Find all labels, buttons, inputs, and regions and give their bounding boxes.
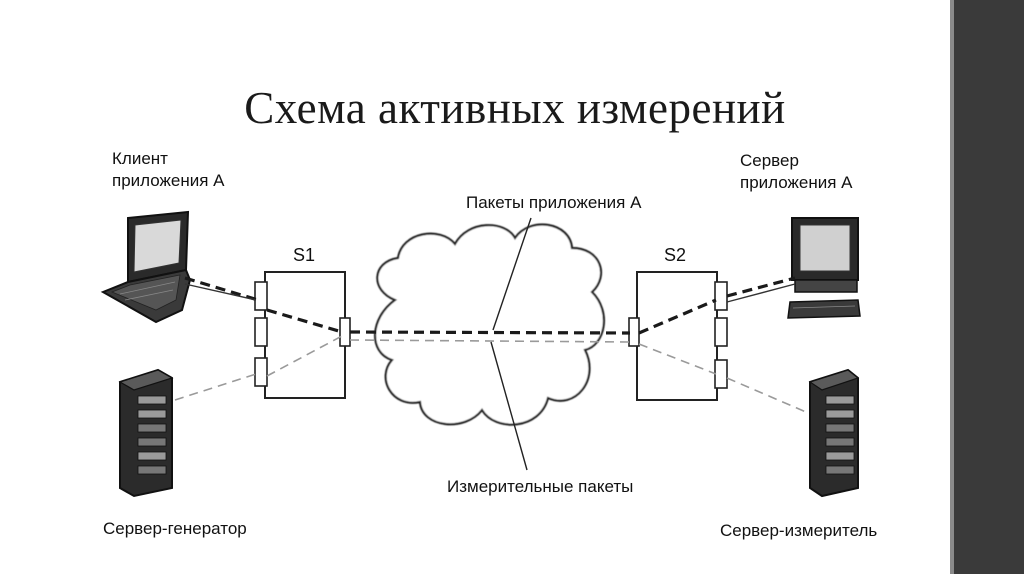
application-packet-path	[184, 276, 796, 335]
server-app-label: Сервер приложения А	[740, 150, 853, 194]
switch-s1	[254, 271, 351, 399]
slide: Схема активных измерений	[100, 83, 878, 540]
client-label: Клиент приложения А	[112, 148, 225, 192]
s1-label: S1	[293, 245, 316, 265]
app-packets-pointer	[492, 217, 532, 331]
s2-port-3	[714, 359, 728, 389]
s1-port-out	[339, 317, 351, 347]
label-pointers	[490, 217, 532, 471]
desktop-computer-icon	[787, 217, 861, 319]
client-label-line2: приложения А	[112, 171, 225, 190]
laptop-icon	[100, 210, 192, 324]
network-cloud	[374, 223, 606, 426]
client-label-line1: Клиент	[112, 149, 168, 168]
measurement-packet-path	[174, 335, 807, 413]
application-link-lines	[184, 283, 796, 303]
s1-port-1	[254, 281, 268, 311]
right-sidebar	[950, 0, 1024, 574]
s2-port-in	[628, 317, 640, 347]
generator-label: Сервер-генератор	[103, 519, 247, 538]
s1-port-2	[254, 317, 268, 347]
active-measurement-diagram	[100, 210, 861, 498]
app-packets-label: Пакеты приложения А	[466, 193, 642, 212]
server-app-label-line1: Сервер	[740, 151, 799, 170]
generator-server-icon	[118, 368, 174, 498]
measure-packets-label: Измерительные пакеты	[447, 477, 634, 496]
slide-title: Схема активных измерений	[244, 83, 786, 133]
meter-label: Сервер-измеритель	[720, 521, 878, 540]
s2-label: S2	[664, 245, 687, 265]
s2-port-2	[714, 317, 728, 347]
s1-port-3	[254, 357, 268, 387]
switch-s2	[628, 271, 728, 401]
server-app-label-line2: приложения А	[740, 173, 853, 192]
sidebar-edge	[950, 0, 954, 574]
meter-server-icon	[808, 368, 860, 498]
measure-packets-pointer	[490, 341, 528, 471]
s2-port-1	[714, 281, 728, 311]
